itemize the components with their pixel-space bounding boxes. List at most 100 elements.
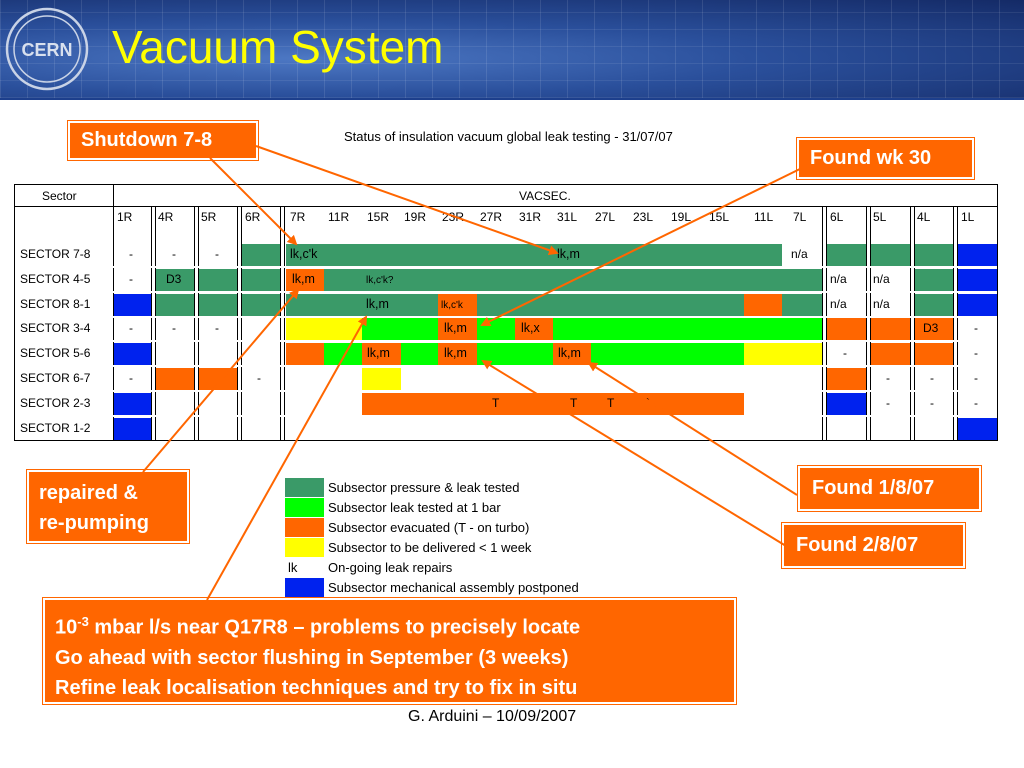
column-header-15l: 15L [709,210,730,224]
cell-text-dash: - [215,247,219,261]
table-gridline [155,206,156,441]
row-label-sector-7-8: SECTOR 7-8 [20,247,91,261]
cell-8-1-4l [914,294,953,316]
cell-8-1-4r [155,294,194,316]
cell-7-8-5l [870,244,910,266]
cell-text-na: n/a [830,297,847,311]
row-label-sector-2-3: SECTOR 2-3 [20,396,91,410]
cell-text-lk-ck: lk,c'k [441,300,463,311]
table-border-top [14,184,997,185]
table-gridline [237,206,238,441]
cell-text-dash: - [843,346,847,360]
column-header-31l: 31L [557,210,578,224]
cell-text-t: T [492,396,500,410]
cell-5-6-15r [362,343,401,365]
column-header-7r: 7R [290,210,306,224]
cell-text-lk-m: lk,m [367,346,390,360]
cell-5-6-4l [914,343,953,365]
cell-text-lk-x: lk,x [521,321,540,335]
cell-5-6-1r [113,343,151,365]
table-header-divider [14,206,997,207]
column-header-4l: 4L [917,210,931,224]
callout-found-wk30: Found wk 30 [796,137,975,180]
header-banner: CERN Vacuum System [0,0,1024,98]
row-label-sector-6-7: SECTOR 6-7 [20,371,91,385]
table-gridline [914,206,915,441]
cell-text-dash: - [129,371,133,385]
status-title: Status of insulation vacuum global leak … [344,129,673,144]
row-gap [113,291,997,293]
column-header-19l: 19L [671,210,692,224]
cell-5-6-main [324,343,744,365]
cell-7-8-6r [241,244,280,266]
cell-text-na: n/a [873,272,890,286]
table-gridline [870,206,871,441]
legend-symbol-lk: lk [288,560,298,575]
cell-8-1-23r [438,294,477,316]
table-gridline [280,206,281,441]
callout-found-2-8: Found 2/8/07 [781,522,966,569]
cell-text-na: n/a [873,297,890,311]
cell-text-dash: - [930,396,934,410]
table-gridline [957,206,958,441]
cell-text-lk-m: lk,m [444,321,467,335]
callout-shutdown: Shutdown 7-8 [67,120,259,161]
cell-text-na: n/a [830,272,847,286]
table-gridline [151,206,152,441]
cell-1-2-1r [113,418,151,440]
column-header-31r: 31R [519,210,542,224]
table-header-vacsec: VACSEC. [519,189,571,203]
cell-6-7-4r [155,368,194,390]
callout-found-1-8: Found 1/8/07 [797,465,982,512]
cell-text-tick: ` [646,396,650,410]
page-title: Vacuum System [112,21,444,73]
table-gridline [198,206,199,441]
cell-8-1-5r [198,294,237,316]
cell-text-dash: - [886,396,890,410]
cell-text-dash: - [215,321,219,335]
column-header-19r: 19R [404,210,427,224]
column-header-5r: 5R [201,210,217,224]
cell-text-dash: - [886,371,890,385]
callout-repaired-line2: re-pumping [39,512,149,534]
legend-swatch [285,478,324,497]
row-label-sector-1-2: SECTOR 1-2 [20,421,91,435]
cell-2-3-1r [113,393,151,415]
cell-text-dash: - [129,321,133,335]
cell-text-lk-m: lk,m [558,346,581,360]
row-label-sector-4-5: SECTOR 4-5 [20,272,91,286]
column-header-15r: 15R [367,210,390,224]
cern-logo-text: CERN [21,40,72,60]
column-header-23l: 23L [633,210,654,224]
cell-text-d3: D3 [166,272,182,286]
column-header-27r: 27R [480,210,503,224]
row-gap [113,390,997,392]
legend-swatch [285,578,324,597]
cell-text-lk-m: lk,m [366,297,389,311]
cell-6-7-6l [826,368,866,390]
table-gridline [826,206,827,441]
cell-4-5-4r [155,269,194,291]
column-header-4r: 4R [158,210,174,224]
cell-text-dash: - [172,247,176,261]
column-header-27l: 27L [595,210,616,224]
cell-4-5-6r [241,269,280,291]
cell-7-8-main [286,244,782,266]
table-gridline [284,206,285,441]
callout-repaired: repaired & re-pumping [26,469,190,544]
cell-4-5-5r [198,269,237,291]
cell-4-5-1l [957,269,997,291]
table-header-sector: Sector [42,189,77,203]
column-header-1l: 1L [961,210,975,224]
cell-text-dash: - [974,321,978,335]
cern-logo: CERN [5,7,89,91]
cell-7-8-4l [914,244,953,266]
cell-4-5-7r [286,269,324,291]
cell-text-t: T [570,396,578,410]
cell-6-7-5r [198,368,237,390]
legend-label: Subsector mechanical assembly postponed [328,580,579,595]
header-divider [0,98,1024,100]
cell-8-1-1r [113,294,151,316]
cell-3-4-23r [438,318,477,340]
